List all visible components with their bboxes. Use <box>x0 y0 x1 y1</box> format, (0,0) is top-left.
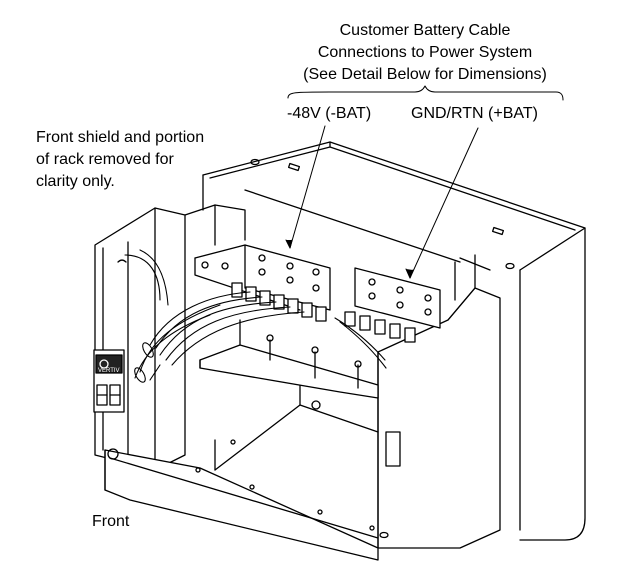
breaker-logo <box>99 359 109 369</box>
base-skirt <box>104 379 379 561</box>
minus-48v-label: -48V (-BAT) <box>287 105 372 122</box>
right-inner-wall <box>454 254 491 301</box>
callout-leaders <box>285 85 564 279</box>
callout-title-line-3: (See Detail Below for Dimensions) <box>303 66 547 83</box>
left-side-panel <box>94 204 246 471</box>
breaker-brand-label: VERTIV <box>98 368 120 374</box>
clarity-note-line-2: of rack removed for <box>36 151 174 168</box>
gnd-rtn-label: GND/RTN (+BAT) <box>411 105 538 122</box>
circuit-breaker <box>93 349 125 413</box>
plus-lug-row <box>344 311 416 343</box>
clarity-note: Front shield and portion of rack removed… <box>36 127 204 193</box>
gnd-rtn-busbar <box>354 267 441 329</box>
minus-lug-row <box>231 282 327 322</box>
front-label: Front <box>92 513 130 530</box>
callout-title-line-2: Connections to Power System <box>317 44 533 61</box>
battery-cables <box>124 249 387 383</box>
clarity-note-line-1: Front shield and portion <box>36 129 205 146</box>
inner-shelf <box>199 319 379 399</box>
clarity-note-line-3: clarity only. <box>36 173 115 190</box>
callout-title: Customer Battery Cable Connections to Po… <box>270 20 580 86</box>
callout-title-line-1: Customer Battery Cable <box>339 22 511 39</box>
